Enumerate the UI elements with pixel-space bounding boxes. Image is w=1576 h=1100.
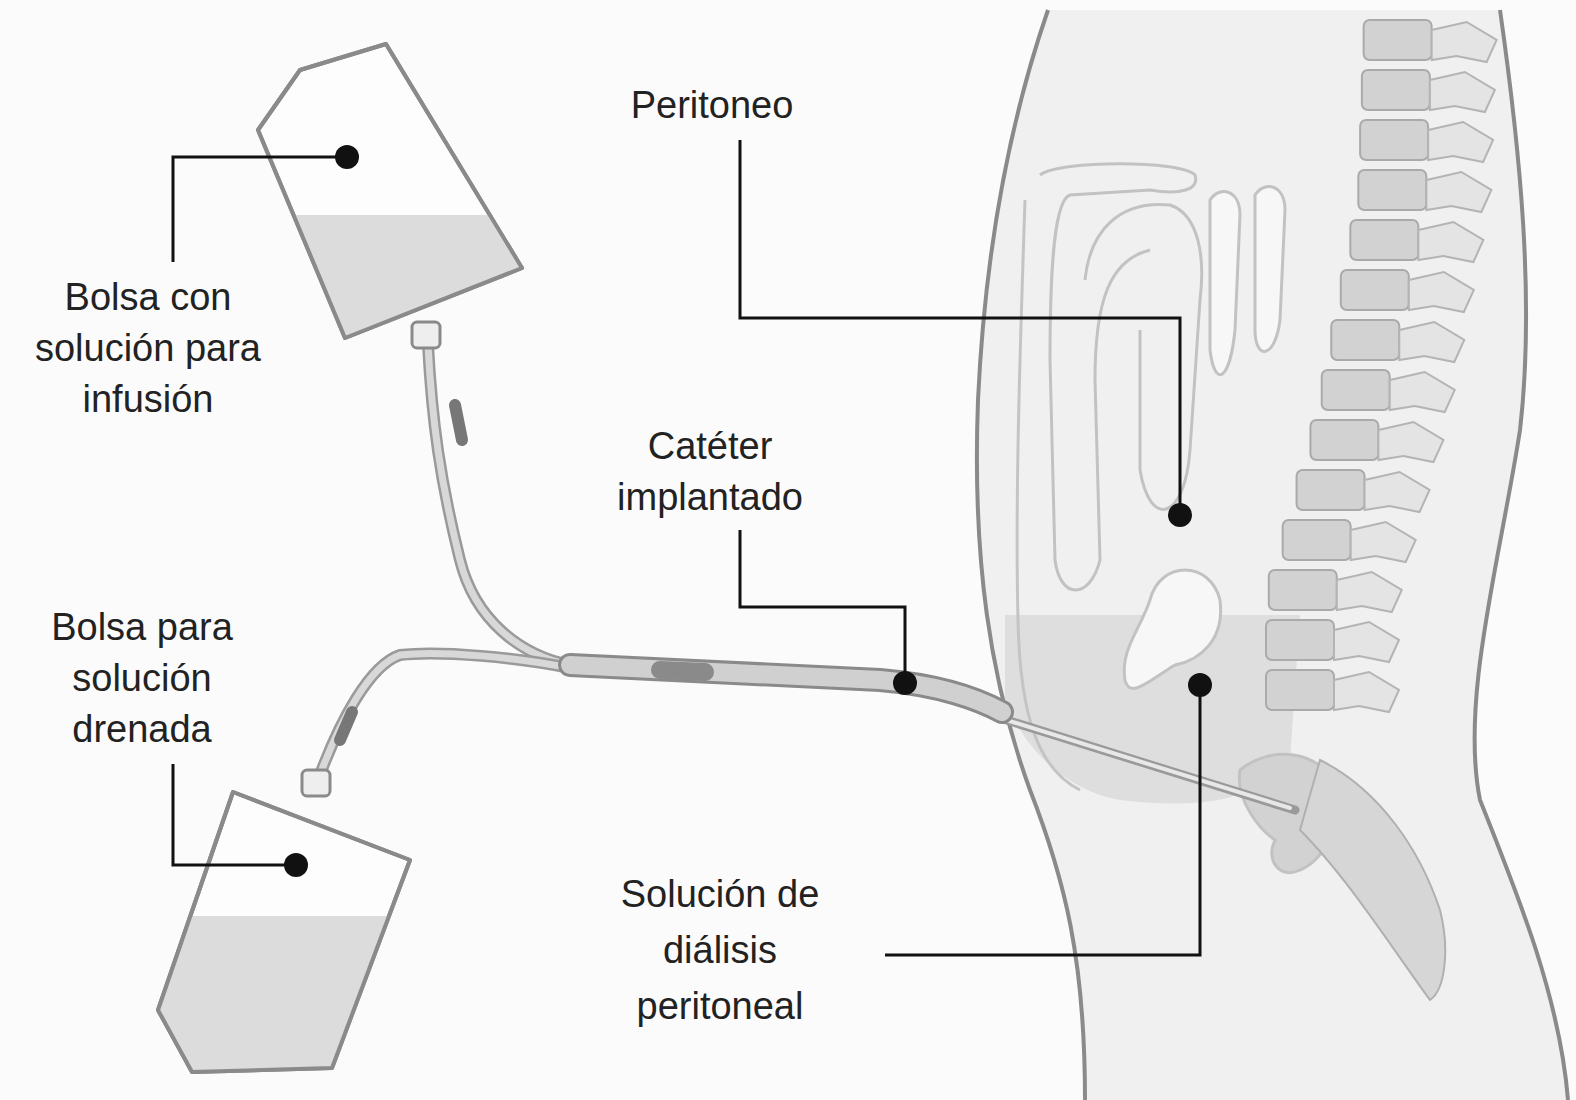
intestine-loop bbox=[1040, 164, 1196, 590]
catheter bbox=[570, 665, 1002, 712]
catheter-rod-inner bbox=[1000, 718, 1290, 808]
vertebral-body bbox=[1297, 470, 1365, 510]
leader-dot bbox=[284, 853, 308, 877]
vertebral-body bbox=[1331, 320, 1399, 360]
vertebral-process bbox=[1432, 22, 1497, 62]
vertebra bbox=[1269, 570, 1402, 612]
organs bbox=[1040, 164, 1338, 873]
vertebra bbox=[1341, 270, 1474, 312]
vertebral-body bbox=[1360, 120, 1428, 160]
vertebral-process bbox=[1334, 672, 1399, 712]
vertebral-body bbox=[1350, 220, 1418, 260]
vertebra bbox=[1358, 170, 1491, 212]
catheter-rod bbox=[1000, 718, 1295, 810]
drain-tube-inner bbox=[318, 653, 570, 780]
spine bbox=[1266, 20, 1497, 712]
vertebral-process bbox=[1365, 472, 1430, 512]
vertebra bbox=[1350, 220, 1483, 262]
vertebral-process bbox=[1426, 172, 1491, 212]
vertebral-body bbox=[1266, 620, 1334, 660]
leader-dot bbox=[1168, 503, 1192, 527]
part-label: Catéter implantado bbox=[585, 421, 835, 523]
vertebral-process bbox=[1428, 122, 1493, 162]
vertebra bbox=[1360, 120, 1493, 162]
vertebral-process bbox=[1430, 72, 1495, 112]
vertebral-body bbox=[1364, 20, 1432, 60]
tube-band bbox=[340, 712, 352, 740]
vertebra bbox=[1297, 470, 1430, 512]
bag-outline bbox=[158, 792, 410, 1072]
leader-lines bbox=[173, 140, 1200, 955]
sacrum bbox=[1300, 760, 1445, 1000]
vertebral-process bbox=[1334, 622, 1399, 662]
body-front-outline bbox=[977, 10, 1085, 1100]
bag-port bbox=[412, 322, 440, 348]
infusion-bag bbox=[240, 44, 540, 355]
vertebra bbox=[1331, 320, 1464, 362]
tube-band bbox=[455, 405, 462, 440]
leader-line bbox=[740, 140, 1180, 515]
vertebral-body bbox=[1266, 670, 1334, 710]
catheter-band bbox=[660, 670, 705, 672]
vertebra bbox=[1266, 620, 1399, 662]
vertebra bbox=[1364, 20, 1497, 62]
drain-bag bbox=[140, 770, 440, 1086]
vertebral-process bbox=[1351, 522, 1416, 562]
vertebral-body bbox=[1358, 170, 1426, 210]
part-label: Bolsa con solución para infusión bbox=[13, 272, 283, 425]
leader-line bbox=[885, 685, 1200, 955]
vertebral-process bbox=[1409, 272, 1474, 312]
infusion-tube bbox=[428, 345, 570, 665]
bag-port bbox=[302, 770, 330, 796]
part-label: Solución de diálisis peritoneal bbox=[595, 866, 845, 1034]
intestine-loop bbox=[1255, 187, 1285, 352]
leader-dots bbox=[284, 145, 1212, 877]
catheter-inner bbox=[570, 665, 1002, 712]
bag-outline bbox=[258, 44, 522, 338]
leader-line bbox=[173, 157, 347, 262]
drain-tube bbox=[318, 653, 570, 780]
vertebral-body bbox=[1322, 370, 1390, 410]
leader-dot bbox=[893, 671, 917, 695]
vertebra bbox=[1362, 70, 1495, 112]
tubing bbox=[318, 345, 1295, 810]
part-label: Bolsa para solución drenada bbox=[17, 602, 267, 755]
vertebral-body bbox=[1341, 270, 1409, 310]
intestine-loop bbox=[1124, 570, 1220, 688]
peritoneum-line bbox=[1017, 200, 1080, 790]
vertebral-process bbox=[1399, 322, 1464, 362]
leader-dot bbox=[1188, 673, 1212, 697]
leader-line bbox=[173, 764, 296, 865]
leader-line bbox=[740, 530, 905, 683]
vertebra bbox=[1283, 520, 1416, 562]
vertebral-process bbox=[1378, 422, 1443, 462]
intestine-loop bbox=[1085, 204, 1202, 509]
body-back-outline bbox=[1475, 10, 1568, 1100]
vertebral-body bbox=[1269, 570, 1337, 610]
leader-dot bbox=[335, 145, 359, 169]
intestine-loop bbox=[1210, 192, 1240, 375]
body-fill bbox=[977, 10, 1568, 1100]
vertebral-process bbox=[1418, 222, 1483, 262]
vertebral-body bbox=[1310, 420, 1378, 460]
vertebral-process bbox=[1337, 572, 1402, 612]
part-label: Peritoneo bbox=[582, 79, 842, 131]
vertebra bbox=[1322, 370, 1455, 412]
bag-liquid bbox=[240, 215, 540, 355]
vertebra bbox=[1310, 420, 1443, 462]
body bbox=[977, 10, 1568, 1100]
infusion-tube-inner bbox=[428, 345, 570, 665]
vertebra bbox=[1266, 670, 1399, 712]
vertebral-body bbox=[1283, 520, 1351, 560]
vertebral-process bbox=[1390, 372, 1455, 412]
vertebral-body bbox=[1362, 70, 1430, 110]
